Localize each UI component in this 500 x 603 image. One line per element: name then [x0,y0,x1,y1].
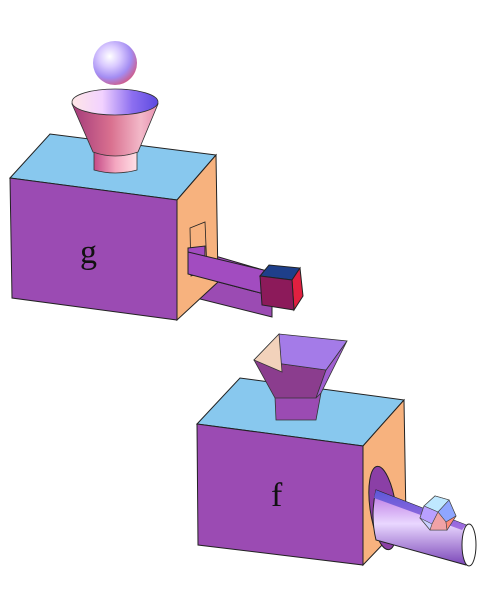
square-funnel-hopper [253,333,348,421]
box-f-front [196,423,364,566]
machine-label-g: g [80,234,97,271]
box-g-front [9,177,178,321]
round-funnel-hopper [71,88,159,174]
output-polyhedron [419,495,457,531]
machine-f: f [195,333,477,567]
machine-g: g [8,41,304,322]
input-sphere [93,41,137,85]
machine-label-f: f [271,477,283,514]
half-pipe-chute [372,489,477,567]
output-cube [259,264,304,312]
